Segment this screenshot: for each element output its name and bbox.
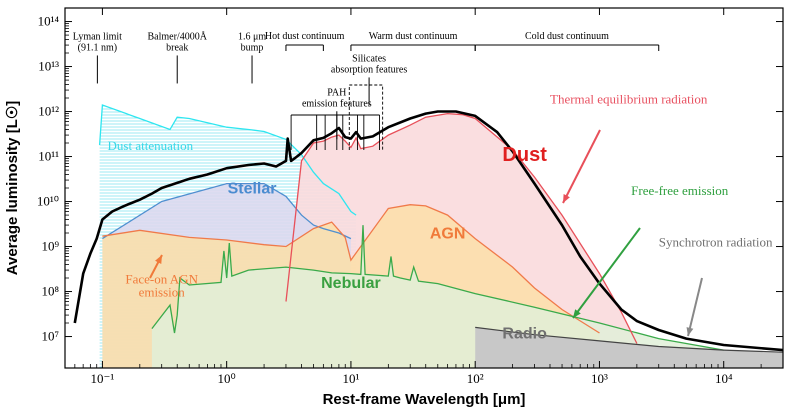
face-on-agn-arrow-head <box>155 255 162 264</box>
feature-label-0-0: Lyman limit <box>73 31 122 42</box>
feature-label-1-1: break <box>166 42 188 53</box>
y-tick-label-1: 10⁸ <box>41 284 59 299</box>
y-axis-title: Average luminosity [L☉] <box>4 101 21 276</box>
feature-label-2-0: 1.6 μm <box>238 31 266 42</box>
nebular-fill <box>151 225 724 368</box>
free-free-arrow-head <box>573 309 581 318</box>
radio-fill <box>475 327 783 368</box>
feature-label-2-1: bump <box>241 42 264 53</box>
continuum-label-2: Cold dust continuum <box>525 31 609 42</box>
x-tick-label-4: 10³ <box>591 371 608 386</box>
feature-label-4-1: absorption features <box>331 64 407 75</box>
total-sed-line <box>73 110 783 352</box>
unattenuated-stellar-line <box>98 104 357 216</box>
region-label-dust: Dust <box>502 144 547 166</box>
region-label-stellar: Stellar <box>228 181 277 198</box>
x-tick-label-2: 10¹ <box>342 371 359 386</box>
thermal-arrow-head <box>563 194 570 203</box>
radio-line <box>475 326 783 353</box>
silicate-bracket <box>348 84 384 150</box>
region-label-agn: AGN <box>430 226 466 243</box>
feature-label-3-0: PAH <box>327 87 346 98</box>
x-tick-label-1: 10⁰ <box>218 371 236 386</box>
face-on-agn-label-0: Face-on AGN <box>125 272 198 287</box>
x-tick-label-0: 10⁻¹ <box>91 371 115 386</box>
x-tick-label-5: 10⁴ <box>715 371 733 386</box>
x-tick-label-3: 10² <box>467 371 484 386</box>
synchrotron-arrow <box>687 277 703 337</box>
region-label-radio: Radio <box>502 326 547 343</box>
axis-ticks: 10⁻¹ 10⁰ 10¹ 10² 10³ 10⁴ 10⁷ 10⁸ 10⁹ 10¹⁰ 10¹¹ 10¹²… <box>37 7 784 386</box>
feature-label-0-1: (91.1 nm) <box>78 42 117 53</box>
y-tick-label-7: 10¹⁴ <box>38 14 60 29</box>
feature-label-4-0: Silicates <box>352 53 386 64</box>
region-label-nebular: Nebular <box>321 275 381 292</box>
component-label-1: Thermal equilibrium radiation <box>550 92 708 107</box>
y-tick-label-5: 10¹² <box>38 104 59 119</box>
feature-label-3-1: emission features <box>302 98 372 109</box>
nebular-line <box>151 225 724 351</box>
y-tick-label-4: 10¹¹ <box>38 149 59 164</box>
feature-label-1-0: Balmer/4000Å <box>148 30 208 42</box>
free-free-arrow <box>572 227 641 319</box>
dust-line <box>285 112 638 344</box>
y-tick-label-6: 10¹³ <box>38 59 59 74</box>
y-tick-label-3: 10¹⁰ <box>37 194 59 209</box>
component-lines <box>73 104 783 353</box>
component-label-3: Synchrotron radiation <box>659 235 773 250</box>
y-tick-label-0: 10⁷ <box>41 329 59 344</box>
agn-line <box>102 204 600 334</box>
component-label-0: Dust attenuation <box>108 138 194 153</box>
synchrotron-arrow-head <box>686 327 694 336</box>
x-axis-title: Rest-frame Wavelength [μm] <box>323 391 526 408</box>
thermal-arrow <box>562 129 601 204</box>
continuum-label-1: Warm dust continuum <box>369 31 458 42</box>
y-tick-label-2: 10⁹ <box>41 239 59 254</box>
face-on-agn-label-1: emission <box>139 285 186 300</box>
stellar-line <box>102 182 352 240</box>
component-label-2: Free-free emission <box>631 183 729 198</box>
continuum-label-0: Hot dust continuum <box>265 31 345 42</box>
